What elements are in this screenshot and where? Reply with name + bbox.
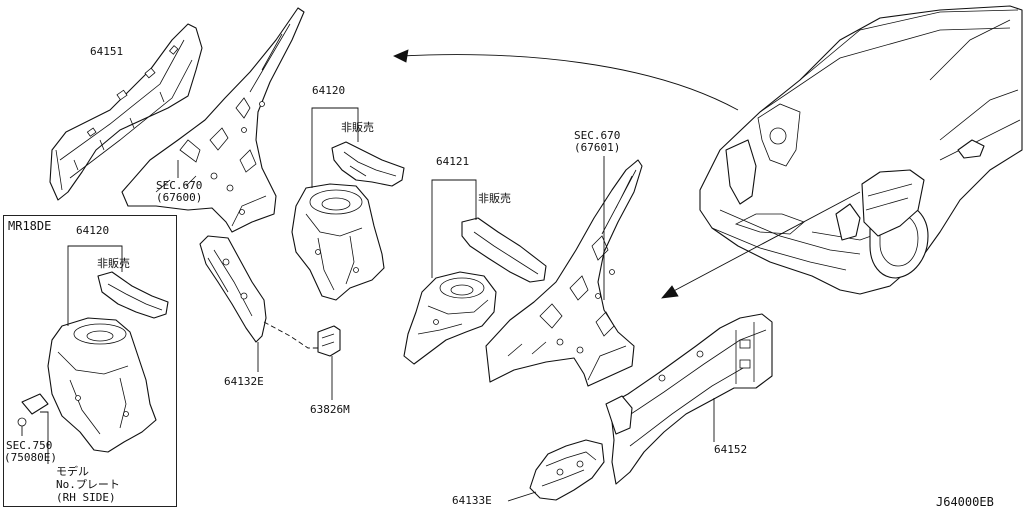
diagram-code: J64000EB bbox=[936, 495, 994, 509]
leader-64121 bbox=[431, 179, 477, 278]
car-illustration bbox=[699, 5, 1023, 295]
label-sec670-left: SEC.670 bbox=[156, 179, 203, 192]
inset-nonsale-bracket[interactable] bbox=[97, 271, 169, 319]
label-64132e: 64132E bbox=[224, 375, 264, 388]
leader-64120-inset bbox=[67, 245, 123, 326]
label-64133e: 64133E bbox=[452, 494, 492, 507]
part-64133e-bracket[interactable] bbox=[529, 439, 605, 501]
leader-64133e bbox=[507, 491, 537, 502]
label-model-line2: No.プレート bbox=[56, 478, 120, 491]
arrow-car-to-upper bbox=[393, 49, 739, 111]
part-64121-strut-housing[interactable] bbox=[403, 271, 497, 365]
leader-64120-main bbox=[311, 107, 359, 188]
label-hihanbai-mid: 非販売 bbox=[478, 192, 511, 205]
inset-strut-housing[interactable] bbox=[47, 317, 157, 453]
label-hihanbai-main: 非販売 bbox=[341, 121, 374, 134]
link-64132e-63826m bbox=[263, 321, 322, 349]
part-63826m-bracket[interactable] bbox=[317, 325, 341, 357]
part-64152-side-member[interactable] bbox=[605, 313, 773, 485]
label-64151: 64151 bbox=[90, 45, 124, 58]
label-64120-main: 64120 bbox=[312, 84, 346, 97]
part-64121-nonsale-bracket[interactable] bbox=[461, 217, 547, 283]
leader-model-plate bbox=[40, 411, 49, 464]
inset-frame-mr18de bbox=[3, 215, 177, 507]
label-67600: (67600) bbox=[156, 191, 203, 204]
label-64152: 64152 bbox=[714, 443, 748, 456]
part-hoodledge-right[interactable] bbox=[485, 159, 643, 387]
part-64120-nonsale-bracket[interactable] bbox=[331, 141, 405, 187]
label-67601: (67601) bbox=[574, 141, 621, 154]
inset-title: MR18DE bbox=[8, 219, 52, 233]
label-64121: 64121 bbox=[436, 155, 470, 168]
part-64120-strut-housing[interactable] bbox=[291, 183, 385, 301]
arrow-car-to-side-member bbox=[661, 191, 861, 299]
label-model-line3: (RH SIDE) bbox=[56, 491, 116, 504]
label-hihanbai-inset: 非販売 bbox=[97, 257, 130, 270]
label-64120-inset: 64120 bbox=[76, 224, 110, 237]
label-63826m: 63826M bbox=[310, 403, 350, 416]
part-64132e-bracket[interactable] bbox=[199, 235, 267, 343]
part-hoodledge-left[interactable] bbox=[121, 7, 305, 233]
label-model-line1: モデル bbox=[56, 465, 89, 478]
label-sec750: SEC.750 bbox=[6, 439, 53, 452]
inset-model-plate[interactable] bbox=[17, 393, 49, 427]
part-64151-cowl-panel[interactable] bbox=[49, 23, 203, 201]
label-sec670-right: SEC.670 bbox=[574, 129, 621, 142]
label-75080e: (75080E) bbox=[4, 451, 57, 464]
